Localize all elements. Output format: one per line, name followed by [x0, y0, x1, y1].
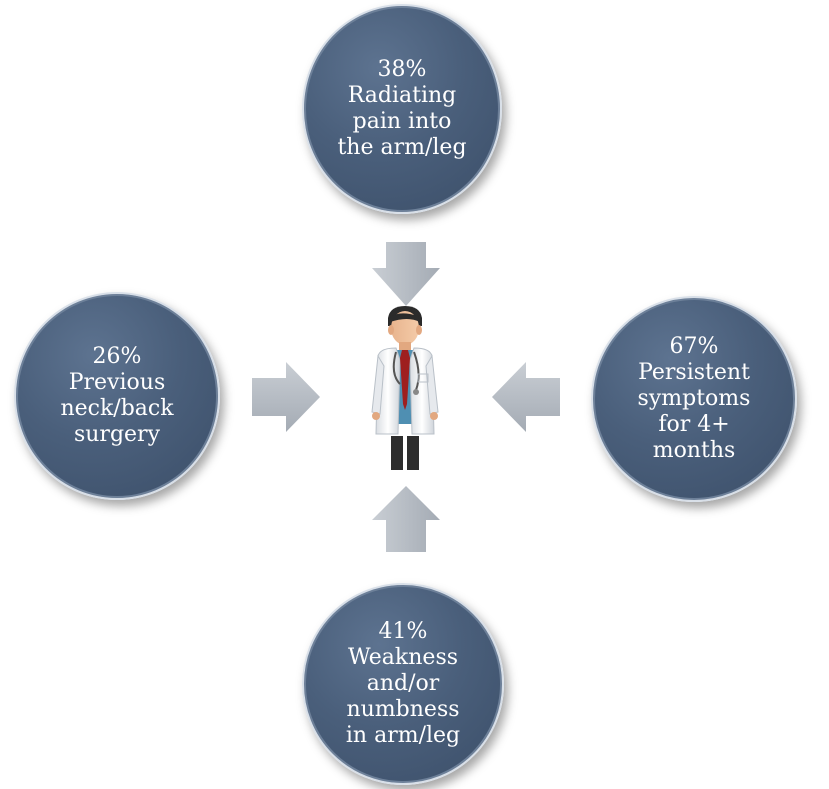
- bubble-line: in arm/leg: [345, 723, 461, 748]
- bubble-line: for 4+: [658, 412, 730, 437]
- bubble-line: and/or: [366, 671, 440, 696]
- bubble-text: 26% Previous neck/back surgery: [60, 344, 173, 448]
- bubble-line: Persistent: [638, 360, 750, 385]
- bubble-line: symptoms: [637, 386, 751, 411]
- bubble-line: Radiating: [347, 83, 457, 108]
- bubble-line: Weakness: [347, 645, 459, 670]
- stat-bubble-weakness-numbness: 41% Weakness and/or numbness in arm/leg: [302, 583, 504, 785]
- bubble-percent: 26%: [92, 344, 142, 369]
- bubble-line: the arm/leg: [337, 135, 467, 160]
- bubble-percent: 38%: [377, 57, 427, 82]
- stat-bubble-radiating-pain: 38% Radiating pain into the arm/leg: [302, 4, 502, 214]
- bubble-text: 67% Persistent symptoms for 4+ months: [638, 334, 751, 464]
- stat-bubble-persistent-symptoms: 67% Persistent symptoms for 4+ months: [591, 296, 797, 502]
- bubble-line: pain into: [352, 109, 452, 134]
- arrow-left-icon: [492, 362, 560, 432]
- bubble-percent: 41%: [378, 619, 428, 644]
- bubble-line: surgery: [73, 422, 160, 447]
- bubble-text: 41% Weakness and/or numbness in arm/leg: [346, 619, 460, 749]
- doctor-icon: [371, 306, 439, 470]
- bubble-line: Previous: [68, 370, 166, 395]
- stat-bubble-previous-surgery: 26% Previous neck/back surgery: [14, 292, 220, 500]
- arrow-right-icon: [252, 362, 320, 432]
- bubble-percent: 67%: [669, 334, 719, 359]
- bubble-line: months: [652, 438, 736, 463]
- arrow-up-icon: [372, 486, 440, 552]
- arrow-down-icon: [372, 242, 440, 306]
- bubble-text: 38% Radiating pain into the arm/leg: [337, 57, 466, 161]
- bubble-line: neck/back: [60, 396, 174, 421]
- bubble-line: numbness: [346, 697, 460, 722]
